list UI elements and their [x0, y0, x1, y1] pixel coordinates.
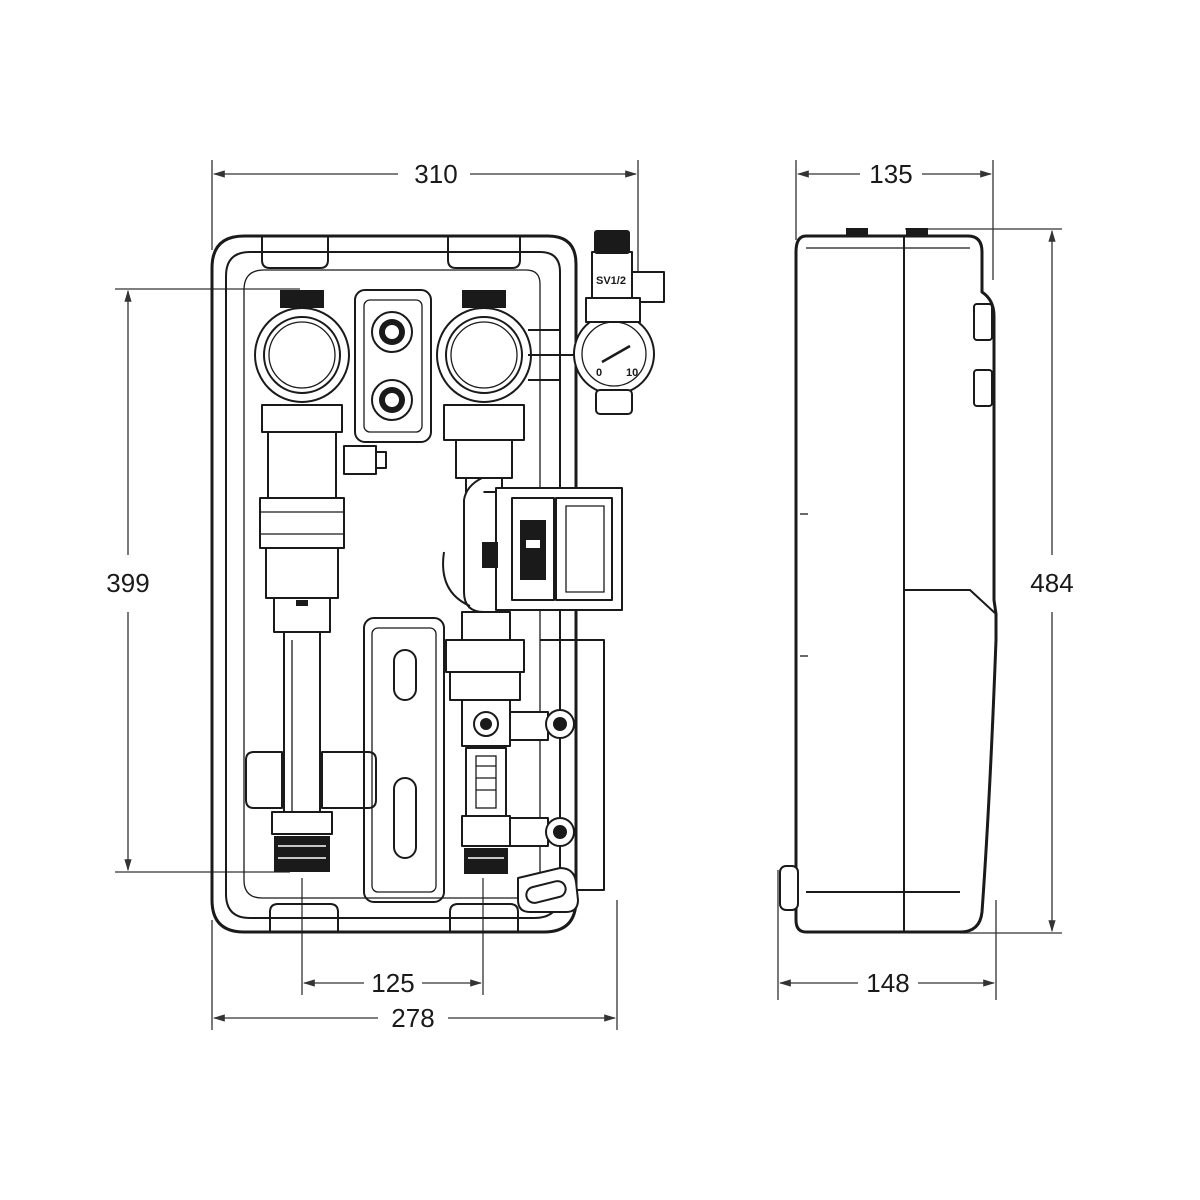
safety-valve-label: SV1/2 [596, 275, 626, 287]
left-handle-icon [280, 290, 324, 308]
dimension-side-height: 484 [1030, 568, 1073, 598]
dimension-connection-spacing: 125 [371, 968, 414, 998]
dimension-lines [115, 160, 1062, 1030]
flow-meter-icon [465, 747, 507, 817]
dimension-width-top: 310 [414, 159, 457, 189]
dimension-side-depth-top: 135 [869, 159, 912, 189]
side-view [779, 228, 998, 934]
dimension-width-bottom: 278 [391, 1003, 434, 1033]
right-handle-icon [462, 290, 506, 308]
svg-text:10: 10 [626, 367, 638, 379]
svg-text:0: 0 [596, 367, 602, 379]
dimension-side-depth-bottom: 148 [866, 968, 909, 998]
front-view: 0 10 SV1/2 [210, 230, 665, 934]
dimension-front-height: 399 [106, 568, 149, 598]
